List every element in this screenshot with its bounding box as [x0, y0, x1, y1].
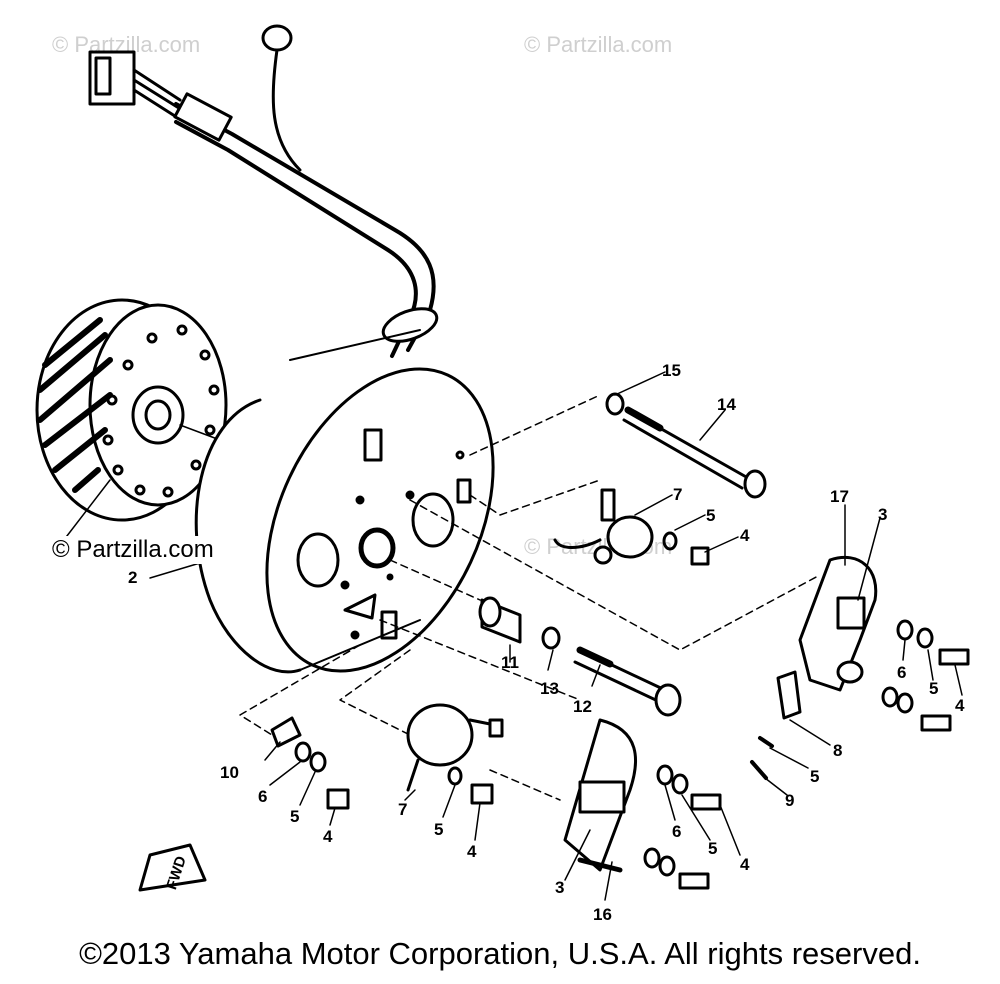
- bolt-14: [622, 406, 767, 499]
- copyright-notice: ©2013 Yamaha Motor Corporation, U.S.A. A…: [79, 936, 921, 971]
- rotor: [35, 298, 228, 522]
- callout-9: 9: [785, 791, 794, 810]
- fwd-arrow: [138, 843, 207, 892]
- callout-12: 12: [573, 697, 592, 716]
- callout-3-lower: 3: [555, 878, 564, 897]
- stator-housing: [194, 329, 495, 674]
- watermark-top-center: © Partzilla.com: [524, 32, 673, 57]
- callout-10: 10: [220, 763, 239, 782]
- callout-2: 2: [128, 568, 137, 587]
- callout-4-lower: 4: [467, 842, 477, 861]
- callout-7-upper: 7: [673, 485, 682, 504]
- callout-labels: 15 14 7 5 4 17 3 2 11 13 12 6 5 4 8 5 9 …: [128, 361, 965, 924]
- callout-17: 17: [830, 487, 849, 506]
- callout-5-lower-right: 5: [708, 839, 717, 858]
- callout-6-left: 6: [258, 787, 267, 806]
- lower-left-hardware: [270, 716, 350, 810]
- callout-5-mid: 5: [810, 767, 819, 786]
- callout-5-lower: 5: [434, 820, 443, 839]
- callout-13: 13: [540, 679, 559, 698]
- wiring-harness: [173, 92, 439, 358]
- callout-16: 16: [593, 905, 612, 924]
- callout-5-left: 5: [290, 807, 299, 826]
- callout-4-upper: 4: [740, 526, 750, 545]
- watermark-middle-left: © Partzilla.com: [52, 536, 214, 564]
- callout-4-lower-right: 4: [740, 855, 750, 874]
- callout-11: 11: [501, 653, 519, 672]
- ground-wire: [261, 24, 302, 172]
- pickup-coil-upper: [553, 488, 710, 566]
- callout-15: 15: [662, 361, 681, 380]
- callout-8: 8: [833, 741, 842, 760]
- pickup-coil-lower: [406, 703, 504, 805]
- breaker-plate-lower: [563, 718, 722, 890]
- breaker-plate-right: [750, 555, 970, 780]
- callout-14: 14: [717, 395, 736, 414]
- callout-6-lower: 6: [672, 822, 681, 841]
- callout-3-right: 3: [878, 505, 887, 524]
- callout-4-left: 4: [323, 827, 333, 846]
- leader-lines: [239, 394, 821, 801]
- washer-15: [605, 392, 625, 416]
- wire-connector: [88, 50, 184, 120]
- callout-6-right: 6: [897, 663, 906, 682]
- callout-7-lower: 7: [398, 800, 407, 819]
- timer-shaft: [478, 596, 682, 717]
- callout-5-upper: 5: [706, 506, 715, 525]
- callout-5-right: 5: [929, 679, 938, 698]
- callout-4-right: 4: [955, 696, 965, 715]
